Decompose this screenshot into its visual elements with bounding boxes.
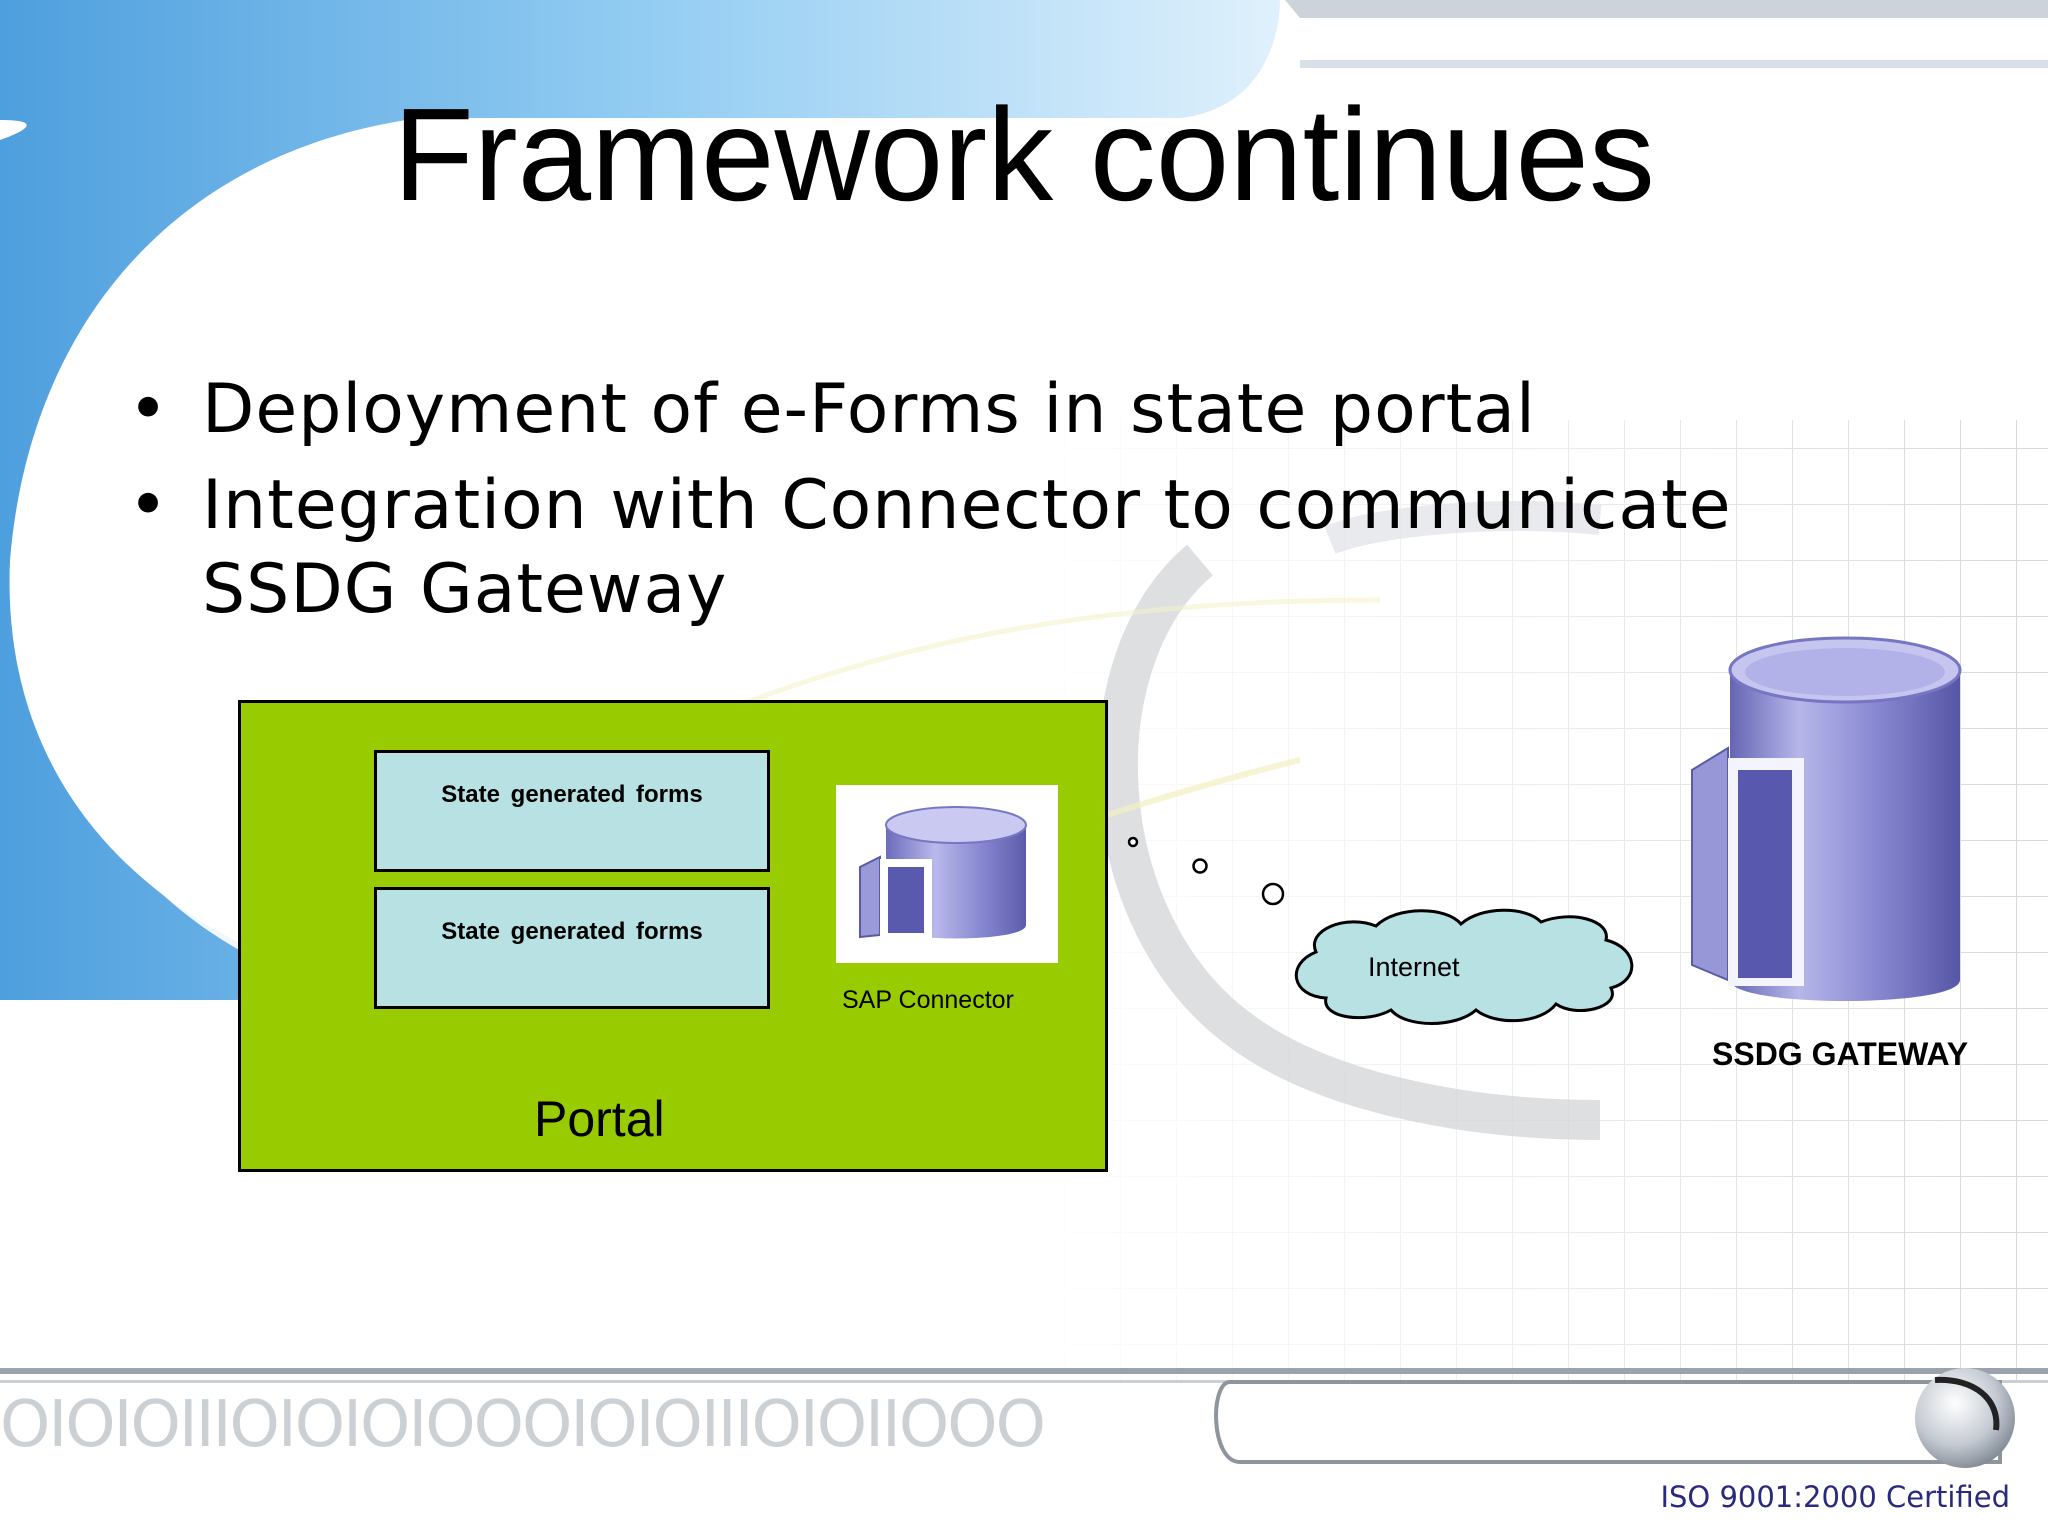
cloud-icon xyxy=(1294,908,1634,1025)
state-forms-box: State generated forms xyxy=(374,750,770,872)
portal-label: Portal xyxy=(534,1091,665,1147)
slide-title: Framework continues xyxy=(393,81,1655,228)
bullet-list: • Deployment of e-Forms in state portal … xyxy=(120,368,1820,644)
state-forms-label: State generated forms xyxy=(441,781,703,808)
bullet-item: • Integration with Connector to communic… xyxy=(120,464,1820,632)
iso-certified-label: ISO 9001:2000 Certified xyxy=(1660,1480,2010,1514)
bullet-icon: • xyxy=(128,370,170,449)
state-forms-label: State generated forms xyxy=(441,918,703,945)
state-forms-box: State generated forms xyxy=(374,887,770,1009)
ssdg-gateway-label: SSDG GATEWAY xyxy=(1712,1036,1969,1072)
sap-connector-icon-frame xyxy=(836,785,1058,963)
bullet-text: Deployment of e-Forms in state portal xyxy=(202,370,1536,449)
bullet-text: Integration with Connector to communicat… xyxy=(202,466,1732,629)
bullet-item: • Deployment of e-Forms in state portal xyxy=(120,368,1820,452)
sap-connector-label: SAP Connector xyxy=(842,986,1014,1014)
binary-strip: OIOIOIIIOIOIOIOOOIOIOIIIOIOIIOOO xyxy=(0,1388,1046,1462)
database-icon xyxy=(859,806,1027,939)
database-icon xyxy=(1691,636,1962,1001)
internet-label: Internet xyxy=(1368,952,1460,982)
bullet-icon: • xyxy=(128,466,170,545)
thought-bubble-dots xyxy=(1127,836,1285,906)
